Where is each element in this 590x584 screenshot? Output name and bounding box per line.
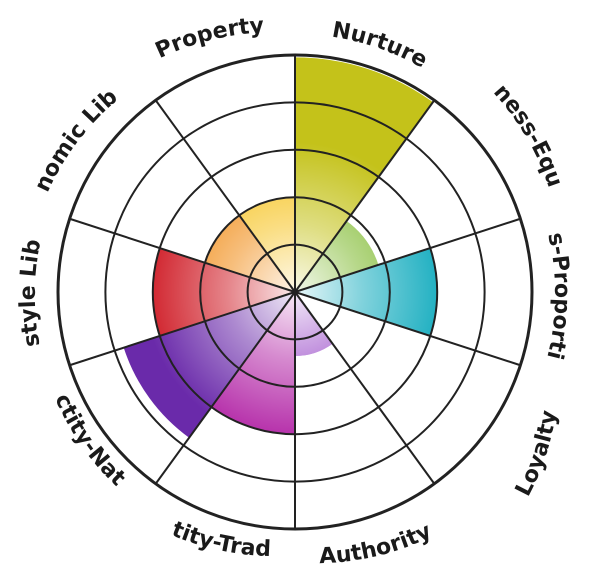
grid-spoke-6 <box>154 291 296 485</box>
category-label-loyalty: Loyalty <box>511 409 562 501</box>
grid-spoke-2 <box>294 217 521 293</box>
grid-spoke-3 <box>294 291 521 367</box>
grid-spoke-4 <box>294 291 436 485</box>
grid-layer <box>56 53 534 531</box>
grid-spoke-9 <box>154 99 296 293</box>
category-label-property: Property <box>152 13 265 63</box>
grid-spoke-8 <box>69 217 296 293</box>
grid-spoke-1 <box>294 99 436 293</box>
grid-spoke-7 <box>69 291 296 367</box>
